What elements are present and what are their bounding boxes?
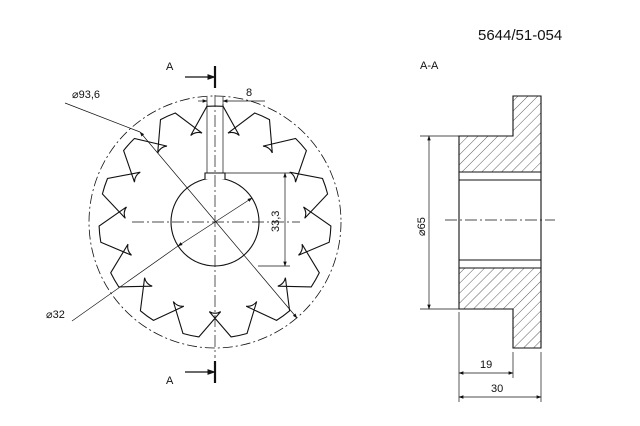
section-label: A-A — [420, 60, 439, 72]
section-bottom-solid — [458, 267, 542, 349]
part-number: 5644/51-054 — [478, 27, 562, 44]
dim-overall-width: 30 — [491, 383, 503, 395]
sprocket-front-view: ⌀93,6 ⌀32 8 33,3 A A — [46, 61, 342, 387]
section-mark-bottom: A — [166, 375, 174, 387]
dim-plate-width: 19 — [480, 359, 492, 371]
section-top-solid — [458, 95, 542, 173]
section-view: ⌀65 19 30 — [416, 95, 555, 402]
dim-key-depth: 33,3 — [270, 211, 282, 232]
outer-circle — [88, 95, 342, 349]
sprocket-outline — [98, 105, 332, 338]
dim-outer-diameter: ⌀93,6 — [72, 89, 100, 101]
section-mark-top: A — [166, 61, 174, 73]
dim-bore-diameter: ⌀32 — [46, 309, 65, 321]
dim-key-width: 8 — [246, 87, 252, 99]
dim-hub-diameter: ⌀65 — [416, 217, 428, 236]
